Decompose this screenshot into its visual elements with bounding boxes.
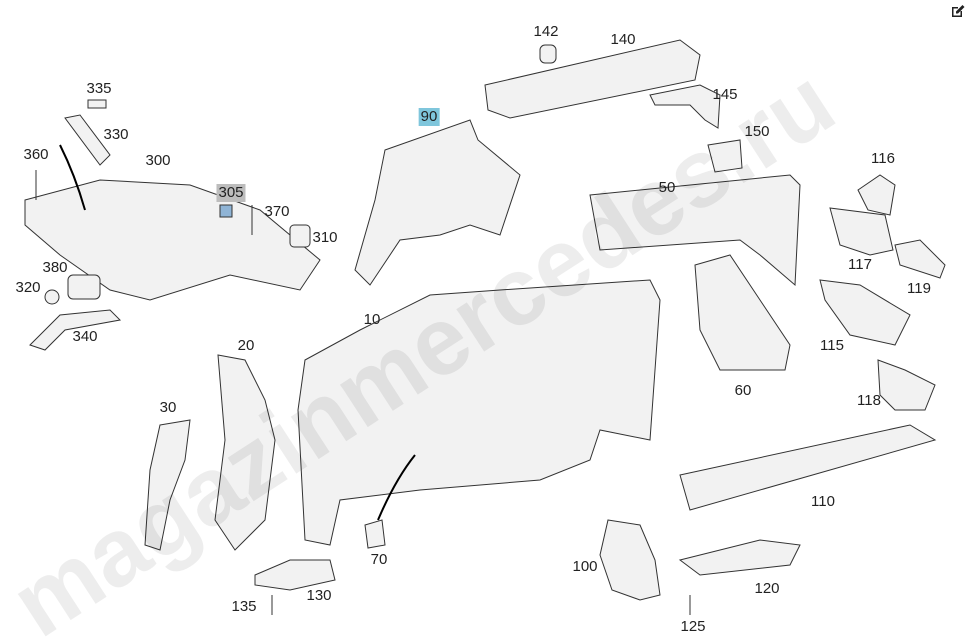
part-30	[144, 419, 191, 551]
part-70	[364, 519, 386, 549]
part-117	[829, 207, 894, 256]
callout-label-120[interactable]: 120	[754, 580, 780, 597]
part-142	[539, 44, 557, 64]
leader-line-70	[377, 454, 416, 521]
callout-label-20[interactable]: 20	[237, 337, 255, 354]
callout-label-335[interactable]: 335	[86, 80, 112, 97]
callout-label-118[interactable]: 118	[857, 392, 881, 409]
callout-label-305[interactable]: 305	[216, 184, 246, 202]
callout-label-10[interactable]: 10	[363, 311, 381, 328]
callout-label-70[interactable]: 70	[370, 551, 388, 568]
part-50	[589, 174, 801, 287]
part-340	[29, 309, 122, 351]
part-10	[297, 279, 661, 546]
part-305	[219, 204, 233, 218]
callout-label-50[interactable]: 50	[658, 179, 676, 196]
edit-pencil-icon[interactable]	[950, 3, 966, 19]
part-120	[678, 539, 801, 576]
leader-line-360	[59, 144, 86, 211]
callout-label-330[interactable]: 330	[103, 126, 129, 143]
part-20	[214, 354, 276, 551]
callout-label-300[interactable]: 300	[145, 152, 171, 169]
callout-label-320[interactable]: 320	[15, 279, 41, 296]
callout-label-100[interactable]: 100	[572, 558, 598, 575]
part-335	[87, 99, 107, 109]
callout-label-116[interactable]: 116	[871, 150, 895, 167]
part-140	[484, 39, 701, 119]
callout-label-60[interactable]: 60	[734, 382, 752, 399]
callout-label-110[interactable]: 110	[811, 493, 835, 510]
part-130	[254, 559, 336, 591]
callout-label-370[interactable]: 370	[264, 203, 290, 220]
callout-label-30[interactable]: 30	[159, 399, 177, 416]
callout-label-310[interactable]: 310	[312, 229, 338, 246]
callout-label-119[interactable]: 119	[907, 280, 931, 297]
callout-label-142[interactable]: 142	[533, 23, 559, 40]
callout-label-140[interactable]: 140	[610, 31, 636, 48]
callout-label-150[interactable]: 150	[744, 123, 770, 140]
callout-label-145[interactable]: 145	[712, 86, 738, 103]
part-145	[649, 84, 721, 129]
part-118	[877, 359, 936, 411]
part-60	[694, 254, 791, 371]
callout-label-130[interactable]: 130	[306, 587, 332, 604]
part-100	[599, 519, 661, 601]
part-116	[857, 174, 896, 216]
part-110	[679, 424, 937, 511]
part-320	[44, 289, 60, 305]
part-119	[894, 239, 946, 279]
callout-label-380[interactable]: 380	[42, 259, 68, 276]
part-380	[67, 274, 101, 300]
callout-label-90[interactable]: 90	[418, 108, 440, 126]
part-150	[707, 139, 743, 173]
callout-label-115[interactable]: 115	[820, 337, 844, 354]
callout-label-125[interactable]: 125	[680, 618, 706, 635]
callout-label-340[interactable]: 340	[72, 328, 98, 345]
callout-label-360[interactable]: 360	[23, 146, 49, 163]
callout-label-117[interactable]: 117	[848, 256, 872, 273]
callout-label-135[interactable]: 135	[231, 598, 257, 615]
part-310	[289, 224, 311, 248]
part-300	[24, 179, 321, 301]
part-330	[64, 114, 111, 166]
part-115	[819, 279, 911, 346]
part-90	[354, 119, 521, 286]
